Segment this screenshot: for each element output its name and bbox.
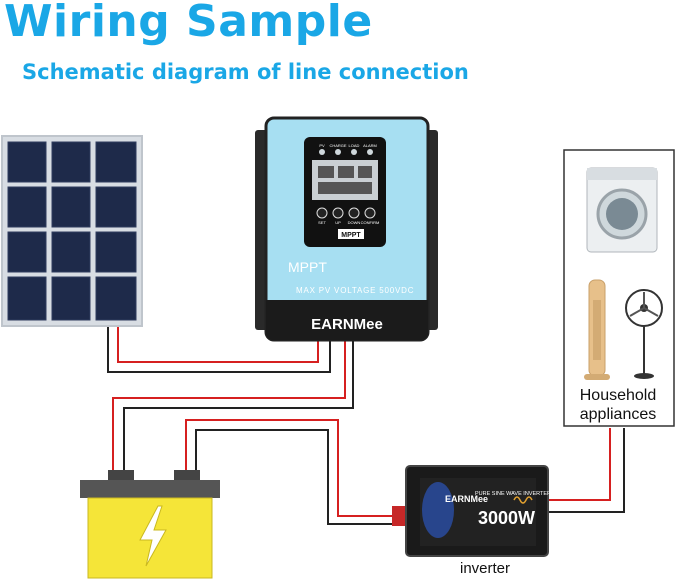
- indicator-pv: PV: [319, 143, 325, 148]
- sine-wave-icon: [513, 496, 533, 504]
- wire-battery-positive: [112, 335, 346, 472]
- lightning-icon: [139, 505, 167, 567]
- wire-panel-positive: [117, 325, 319, 363]
- tower-fan-icon: [584, 279, 610, 380]
- wire-inverter-negative: [195, 429, 400, 525]
- page-title: Wiring Sample: [4, 0, 373, 47]
- appliances-label: Household appliances: [566, 386, 670, 424]
- inverter-label: inverter: [459, 560, 511, 577]
- down-button-icon: [348, 207, 360, 219]
- mppt-controller: PV CHARGE LOAD ALARM SET UP DOWN CONFIRM…: [255, 116, 438, 342]
- indicator-alarm: ALARM: [363, 143, 377, 148]
- inverter: EARNMee PURE SINE WAVE INVERTER 3000W: [392, 465, 551, 557]
- page-subtitle: Schematic diagram of line connection: [22, 60, 469, 84]
- controller-brand: EARNMee: [311, 316, 383, 333]
- solar-panel: [1, 135, 143, 327]
- controller-voltage-label: MAX PV VOLTAGE 500VDC: [296, 286, 414, 295]
- button-label-down: DOWN: [348, 220, 361, 225]
- battery: [80, 470, 220, 579]
- wire-inverter-positive: [185, 419, 400, 517]
- wires: [107, 325, 625, 525]
- appliances-box: [563, 149, 675, 427]
- controller-model-label: MPPT: [288, 259, 327, 275]
- wire-appliance-b: [548, 428, 625, 513]
- mppt-badge: MPPT: [341, 232, 361, 239]
- washing-machine-icon: [586, 167, 658, 253]
- confirm-button-icon: [364, 207, 376, 219]
- inverter-power: 3000W: [478, 508, 535, 528]
- set-button-icon: [316, 207, 328, 219]
- wire-panel-negative: [107, 325, 331, 373]
- indicator-load: LOAD: [349, 143, 360, 148]
- button-label-set: SET: [318, 220, 326, 225]
- standing-fan-icon: [625, 289, 663, 379]
- wire-battery-negative: [123, 335, 354, 472]
- up-button-icon: [332, 207, 344, 219]
- indicator-charge: CHARGE: [329, 143, 346, 148]
- button-label-confirm: CONFIRM: [361, 220, 380, 225]
- button-label-up: UP: [335, 220, 341, 225]
- appliances-label-line2: appliances: [579, 406, 657, 423]
- inverter-banner: PURE SINE WAVE INVERTER: [475, 491, 551, 497]
- inverter-brand: EARNMee: [445, 494, 488, 504]
- wire-appliance-a: [548, 428, 611, 501]
- appliances-label-line1: Household: [579, 387, 657, 404]
